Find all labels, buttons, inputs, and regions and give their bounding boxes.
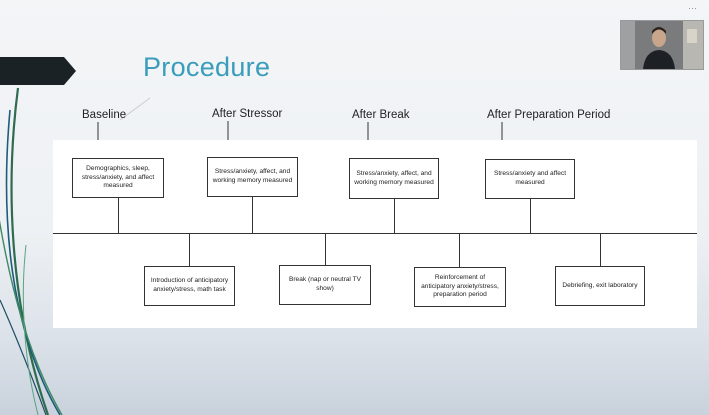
procedure-timeline-diagram: Demographics, sleep, stress/anxiety, and… <box>53 140 697 328</box>
timeline-axis <box>53 233 697 234</box>
slide-title: Procedure <box>143 52 271 82</box>
timeline-box-intro-stress: Introduction of anticipatory anxiety/str… <box>144 266 235 306</box>
presenter-avatar <box>621 21 703 69</box>
connector-line <box>459 233 460 267</box>
timeline-box-after-stressor: Stress/anxiety, affect, and working memo… <box>207 157 298 197</box>
phase-label-baseline: Baseline <box>82 109 127 121</box>
connector-line <box>394 199 395 233</box>
connector-line <box>325 233 326 265</box>
presenter-video-tile[interactable] <box>620 20 704 70</box>
connector-line <box>530 199 531 233</box>
phase-label-after-break: After Break <box>352 109 410 121</box>
connector-line <box>600 233 601 267</box>
connector-line <box>118 198 119 233</box>
phase-label-after-stressor: After Stressor <box>212 108 283 120</box>
timeline-box-after-break: Stress/anxiety, affect, and working memo… <box>349 158 439 199</box>
timeline-box-debriefing: Debriefing, exit laboratory <box>555 266 645 306</box>
connector-line <box>252 197 253 233</box>
connector-line <box>189 233 190 266</box>
timeline-box-after-preparation: Stress/anxiety and affect measured <box>485 159 575 199</box>
phase-label-after-preparation: After Preparation Period <box>487 109 611 121</box>
title-tab-shape <box>0 57 76 85</box>
timeline-box-reinforcement: Reinforcement of anticipatory anxiety/st… <box>414 267 506 307</box>
timeline-box-break: Break (nap or neutral TV show) <box>279 265 371 305</box>
timeline-box-baseline: Demographics, sleep, stress/anxiety, and… <box>72 158 164 198</box>
video-menu-icon[interactable]: ··· <box>688 3 697 13</box>
